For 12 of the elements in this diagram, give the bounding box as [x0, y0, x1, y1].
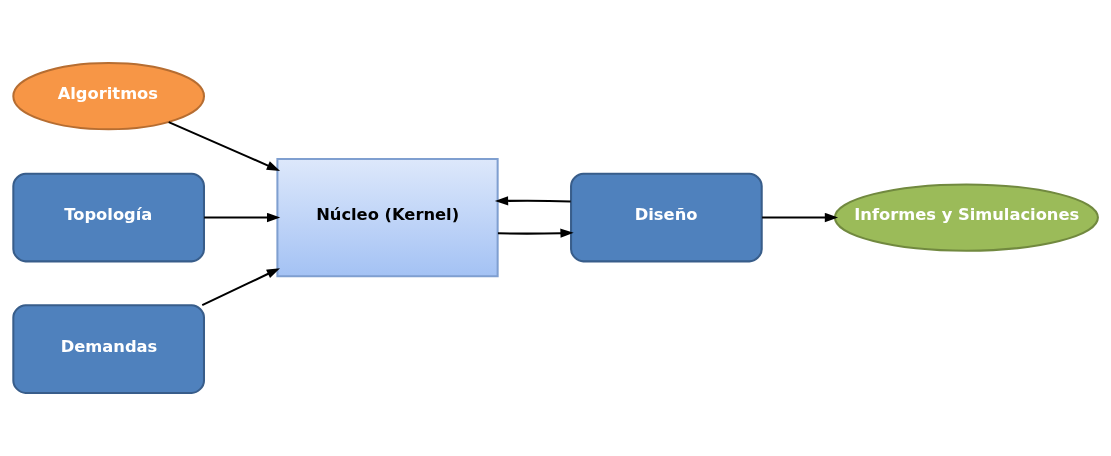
node-box: Topología: [12, 172, 205, 263]
node-box: Demandas: [12, 304, 205, 394]
arrow: [168, 121, 281, 171]
arrow: [497, 228, 574, 238]
arrow: [204, 212, 281, 223]
node-box: Núcleo (Kernel): [276, 157, 499, 278]
arrow: [762, 212, 839, 223]
arrow: [201, 268, 281, 307]
node-ellipse: Algoritmos: [12, 62, 205, 131]
node-ellipse: Informes y Simulaciones: [833, 183, 1099, 252]
arrow: [494, 196, 571, 206]
node-box: Diseño: [570, 172, 763, 263]
